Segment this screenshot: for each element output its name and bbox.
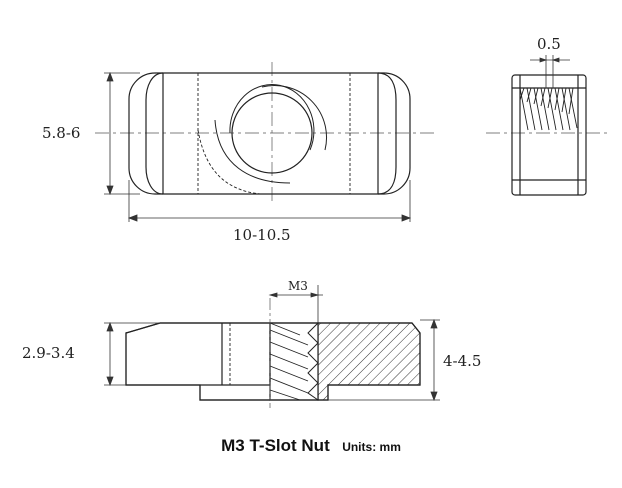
pitch-dim-label: 0.5 [537, 35, 561, 53]
pitch-dimension [530, 55, 570, 88]
top-view [95, 62, 435, 205]
length-dim-label: 10-10.5 [233, 226, 291, 244]
top-view-dimensions [104, 71, 412, 222]
thread-dim-label: M3 [288, 279, 308, 293]
total-height-dim-label: 4-4.5 [443, 352, 481, 370]
drawing-title: M3 T-Slot Nut [221, 436, 330, 455]
height-dim-label: 5.8-6 [42, 124, 80, 142]
body-thickness-dim-label: 2.9-3.4 [22, 344, 75, 362]
section-dimensions [104, 285, 440, 402]
side-view [486, 74, 610, 196]
units-label: Units: mm [342, 440, 401, 454]
caption: M3 T-Slot Nut Units: mm [0, 436, 622, 456]
section-view [125, 298, 421, 408]
